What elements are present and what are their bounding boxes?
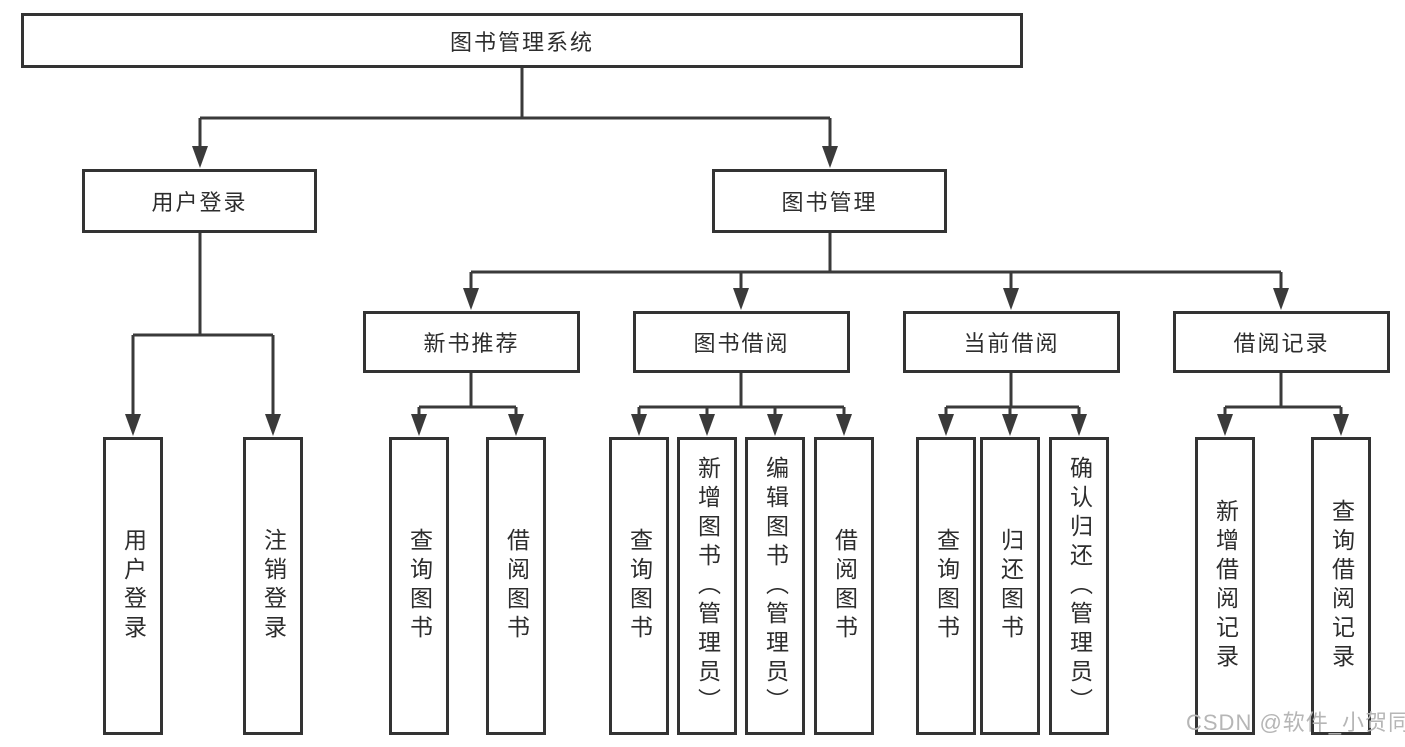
leaf-query-books-2: 查询图书	[609, 437, 669, 735]
csdn-watermark: CSDN @软件_小贺同学	[1186, 710, 1405, 735]
leaf-edit-books-admin: 编辑图书（管理员）	[745, 437, 805, 735]
leaf-confirm-return-admin: 确认归还（管理员）	[1049, 437, 1109, 735]
leaf-query-books-3: 查询图书	[916, 437, 976, 735]
leaf-logout: 注销登录	[243, 437, 303, 735]
leaf-query-books-1: 查询图书	[389, 437, 449, 735]
node-current-borrow: 当前借阅	[903, 311, 1120, 373]
node-new-book-recommend: 新书推荐	[363, 311, 580, 373]
node-root: 图书管理系统	[21, 13, 1023, 68]
node-book-management: 图书管理	[712, 169, 947, 233]
node-borrow-records: 借阅记录	[1173, 311, 1390, 373]
arrowheads	[125, 146, 1349, 436]
leaf-add-books-admin: 新增图书（管理员）	[677, 437, 737, 735]
leaf-user-login: 用户登录	[103, 437, 163, 735]
node-book-borrow: 图书借阅	[633, 311, 850, 373]
leaf-add-borrow-record: 新增借阅记录	[1195, 437, 1255, 735]
leaf-query-borrow-record: 查询借阅记录	[1311, 437, 1371, 735]
leaf-borrow-books-1: 借阅图书	[486, 437, 546, 735]
leaf-borrow-books-2: 借阅图书	[814, 437, 874, 735]
node-user-login: 用户登录	[82, 169, 317, 233]
leaf-return-books: 归还图书	[980, 437, 1040, 735]
